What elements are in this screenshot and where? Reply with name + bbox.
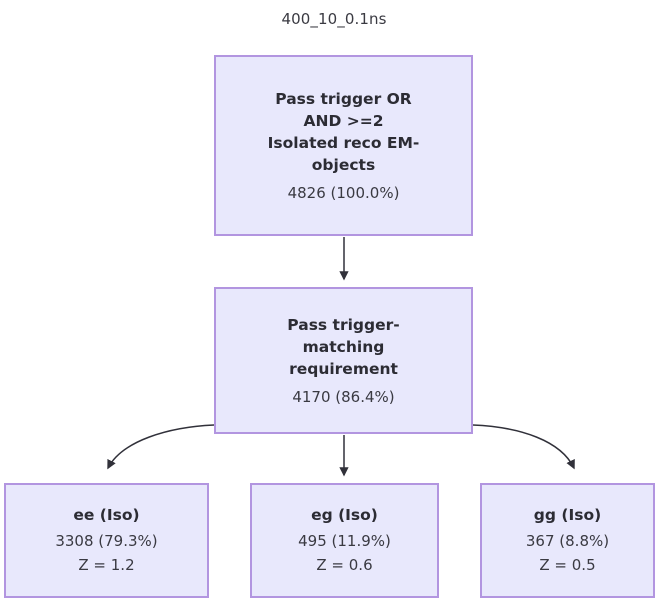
- node-z-value: Z = 0.5: [539, 555, 596, 574]
- node-ee-iso[interactable]: ee (Iso) 3308 (79.3%) Z = 1.2: [4, 483, 209, 598]
- node-label-line: requirement: [289, 359, 398, 378]
- node-label: ee (Iso): [73, 506, 140, 525]
- node-label-line: Pass trigger OR: [275, 89, 412, 108]
- node-gg-iso[interactable]: gg (Iso) 367 (8.8%) Z = 0.5: [480, 483, 655, 598]
- node-label-line: AND >=2: [303, 111, 384, 130]
- node-stat: 3308 (79.3%): [55, 531, 158, 550]
- node-stat: 495 (11.9%): [298, 531, 391, 550]
- node-label: eg (Iso): [311, 506, 378, 525]
- node-label-line: Isolated reco EM-: [267, 133, 420, 152]
- node-eg-iso[interactable]: eg (Iso) 495 (11.9%) Z = 0.6: [250, 483, 439, 598]
- node-label-line: matching: [302, 337, 385, 356]
- node-label: gg (Iso): [533, 506, 602, 525]
- node-pass-trigger-matching[interactable]: Pass trigger- matching requirement 4170 …: [214, 287, 473, 434]
- node-z-value: Z = 0.6: [316, 555, 373, 574]
- node-z-value: Z = 1.2: [78, 555, 135, 574]
- node-stat: 367 (8.8%): [525, 531, 610, 550]
- node-pass-trigger-or[interactable]: Pass trigger OR AND >=2 Isolated reco EM…: [214, 55, 473, 236]
- node-label-line: Pass trigger-: [287, 315, 400, 334]
- node-label: Pass trigger- matching requirement: [273, 314, 413, 380]
- node-stat: 4826 (100.0%): [287, 183, 400, 202]
- diagram-title: 400_10_0.1ns: [281, 10, 387, 28]
- edge-trigger-match-to-gg: [472, 424, 575, 470]
- node-stat: 4170 (86.4%): [292, 387, 395, 406]
- edge-trigger-match-to-ee: [107, 424, 215, 470]
- node-label: Pass trigger OR AND >=2 Isolated reco EM…: [254, 88, 434, 176]
- node-label-line: objects: [311, 155, 376, 174]
